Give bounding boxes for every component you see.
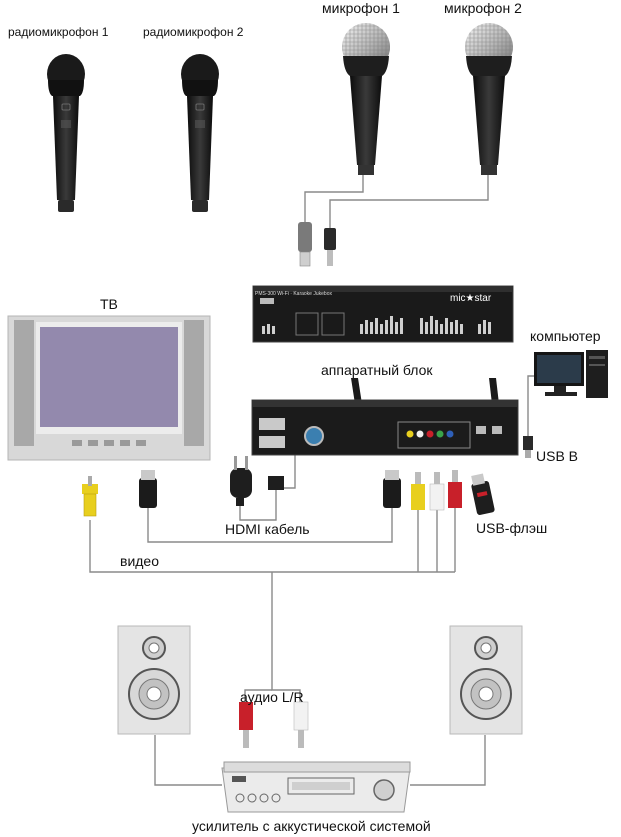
tv-set: [7, 315, 211, 461]
radio-mic-1: [47, 54, 85, 212]
mic-1-label: микрофон 1: [322, 0, 400, 16]
usb-flash-drive: [471, 473, 495, 515]
mic-1-cable: [304, 170, 364, 222]
speaker-right-wire: [410, 735, 486, 786]
radio-mic-1-label: радиомикрофон 1: [8, 25, 109, 39]
hdmi-cable-label: HDMI кабель: [225, 521, 310, 537]
audio-trunk-cable: [271, 572, 301, 702]
usb-b-plug: [523, 436, 533, 458]
radio-mic-2: [181, 54, 219, 212]
audio-lr-label: аудио L/R: [240, 689, 304, 705]
speaker-left-wire: [154, 735, 222, 786]
hardware-unit-label: аппаратный блок: [321, 362, 433, 378]
tv-label: ТВ: [100, 296, 118, 312]
mic-2-label: микрофон 2: [444, 0, 522, 16]
xlr-plug: [298, 222, 312, 267]
rca-plugs-receiver: [411, 470, 462, 511]
power-connector: [268, 476, 284, 490]
hardware-unit: [251, 378, 519, 456]
mic-1: [342, 23, 390, 175]
mic-receiver: [252, 285, 514, 343]
amplifier: [221, 761, 411, 813]
radio-mic-2-label: радиомикрофон 2: [143, 25, 244, 39]
jack-plug: [324, 228, 336, 266]
speaker-left: [117, 625, 191, 735]
mic-2-cable: [329, 168, 489, 228]
speaker-right: [449, 625, 523, 735]
power-plug: [230, 456, 252, 506]
computer: [534, 350, 608, 398]
computer-label: компьютер: [530, 328, 601, 344]
receiver-model-label: PMS-300 Wi-Fi · Karaoke Jukebox: [255, 291, 332, 297]
video-cable: [89, 520, 455, 573]
hdmi-plug-right: [383, 470, 401, 508]
usb-b-label: USB B: [536, 448, 579, 464]
hdmi-plug-left: [139, 470, 157, 508]
video-plug-yellow: [82, 476, 98, 517]
usb-flash-label: USB-флэш: [476, 520, 548, 536]
rca-plugs-amplifier: [239, 701, 309, 748]
power-cable: [239, 455, 296, 521]
amplifier-label: усилитель с аккустической системой: [192, 818, 431, 834]
hdmi-cable: [147, 508, 393, 543]
mic-2: [465, 23, 513, 175]
receiver-brand-label: mic★star: [450, 293, 492, 304]
video-label: видео: [120, 553, 159, 569]
cables: [89, 168, 548, 786]
